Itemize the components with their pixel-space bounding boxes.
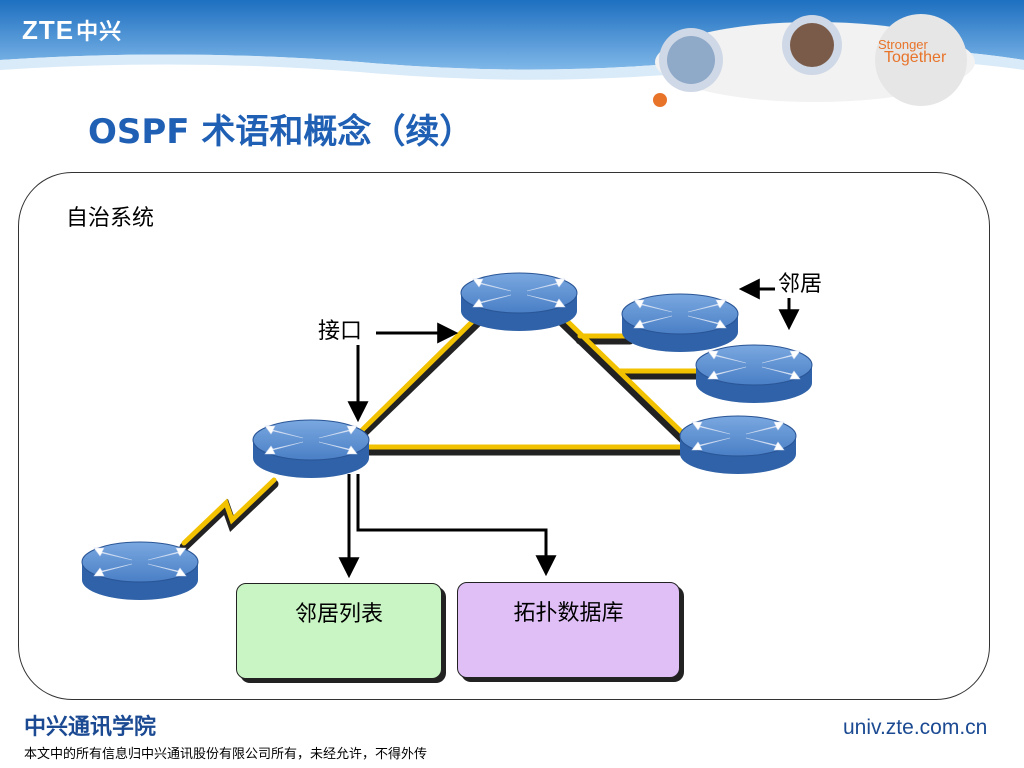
logo-latin: ZTE xyxy=(22,15,75,45)
links xyxy=(179,313,705,552)
router-neighbor-3 xyxy=(679,415,797,475)
arrow-to-topology-db xyxy=(356,474,557,577)
area-label: 自治系统 xyxy=(66,206,155,231)
topology-db-box: 拓扑数据库 xyxy=(457,582,680,678)
router-core xyxy=(460,272,578,332)
footer-url[interactable]: univ.zte.com.cn xyxy=(843,716,988,739)
neighbor-table-label: 邻居列表 xyxy=(294,602,383,627)
router-neighbor-2 xyxy=(695,344,813,404)
orange-dot xyxy=(653,93,667,107)
router-local xyxy=(252,419,370,479)
slogan-line2: Together xyxy=(884,49,947,66)
slide-title: OSPF 术语和概念（续） xyxy=(88,112,474,152)
router-neighbor-1 xyxy=(621,293,739,353)
arrows xyxy=(338,278,800,579)
logo-cn: 中兴 xyxy=(76,19,123,44)
interface-label: 接口 xyxy=(318,319,363,344)
slogan-circle xyxy=(875,14,967,106)
neighbor-label: 邻居 xyxy=(778,272,823,297)
footer-copyright: 本文中的所有信息归中兴通讯股份有限公司所有，未经允许，不得外传 xyxy=(24,747,428,762)
header-band xyxy=(0,0,1024,107)
neighbor-table-box: 邻居列表 xyxy=(236,583,442,679)
slogan-line1: Stronger xyxy=(878,37,928,52)
router-remote xyxy=(81,541,199,601)
topology-db-label: 拓扑数据库 xyxy=(513,601,624,626)
slogan: Stronger Together xyxy=(878,37,947,66)
zte-logo: ZTE中兴 xyxy=(22,14,122,46)
link-core-left xyxy=(347,315,485,449)
footer-school: 中兴通讯学院 xyxy=(24,714,157,740)
